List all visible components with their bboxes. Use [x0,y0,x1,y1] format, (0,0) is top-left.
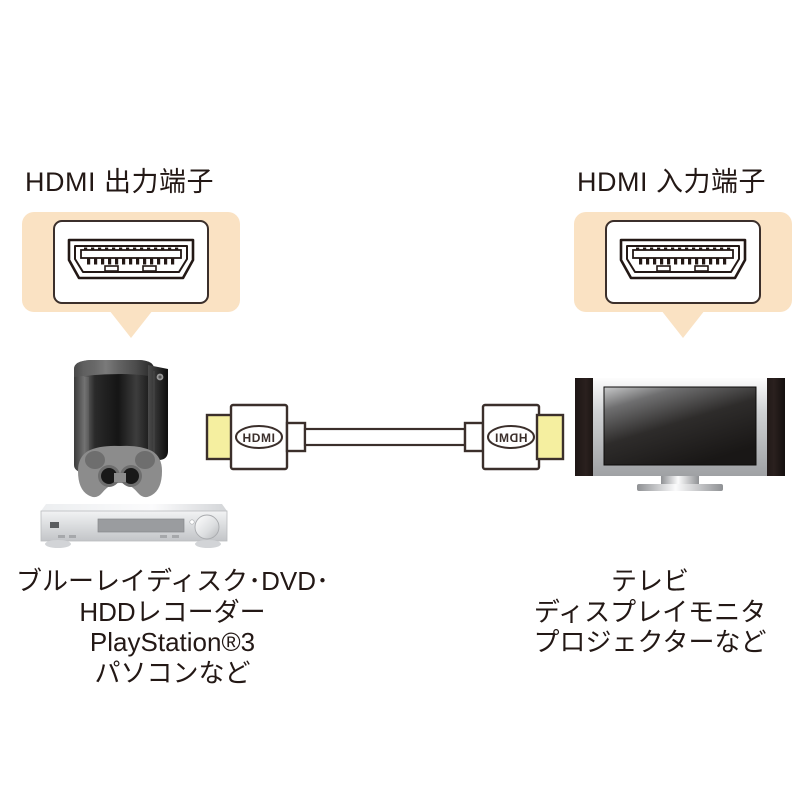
hdmi-output-port-label: HDMI 出力端子 [25,167,214,197]
caption-line: ブルーレイディスク･DVD･ [15,566,330,596]
hdmi-input-callout [574,212,792,338]
hdmi-logo-left: HDMI [242,431,275,445]
source-device-caption: ブルーレイディスク･DVD･ HDDレコーダー PlayStation®3 パソ… [0,566,345,689]
hdmi-cable-illustration: HDMI HDMI [205,403,565,471]
hdmi-input-port-label: HDMI 入力端子 [577,167,766,197]
gamepad-illustration [78,445,162,498]
caption-line: パソコンなど [94,658,251,689]
callout-tail-right [661,310,705,338]
game-controller [64,443,176,503]
bluray-dvd-recorder [36,500,231,552]
hdmi-cable: HDMI HDMI [205,395,565,485]
caption-line: ディスプレイモニタ [533,596,767,627]
caption-line: プロジェクターなど [533,627,767,658]
hdmi-logo-right: HDMI [494,431,527,445]
sink-device-caption: テレビ ディスプレイモニタ プロジェクターなど [500,566,800,658]
caption-line: テレビ [610,566,689,596]
hdmi-port-socket-icon [619,238,747,280]
caption-line: HDDレコーダー [79,596,266,627]
hdmi-output-callout [22,212,240,338]
flat-panel-television [575,374,785,504]
hdmi-port-socket-icon [67,238,195,280]
playstation-3-console [68,355,178,490]
console-illustration [74,360,168,474]
callout-tail-left [109,310,153,338]
hdmi-input-port-card [605,220,761,304]
recorder-illustration [40,504,228,548]
tv-illustration [575,378,785,491]
caption-line: PlayStation®3 [89,627,256,658]
hdmi-output-port-card [53,220,209,304]
